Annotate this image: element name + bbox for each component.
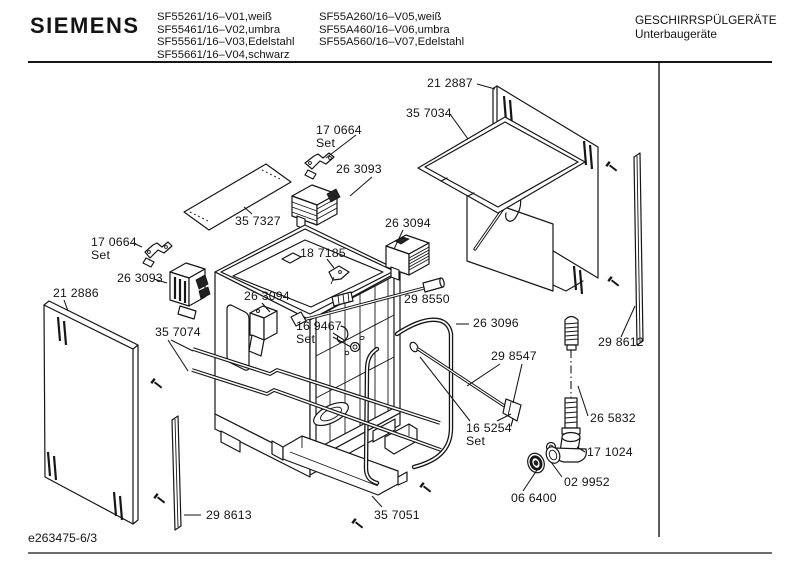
part-label-263094-b: 26 3094: [244, 289, 290, 303]
leveling-foot-drawing: [527, 315, 587, 474]
door-panel-drawing: [43, 300, 139, 525]
part-label-265832: 26 5832: [590, 411, 636, 425]
bracket-top-drawing: [304, 152, 335, 180]
part-label-263096: 26 3096: [473, 316, 519, 330]
heater-block-top-drawing: [291, 184, 341, 230]
model-line: SF55A460/16–V06,umbra: [319, 23, 450, 36]
part-label-357034: 35 7034: [406, 106, 452, 120]
cover-plate-drawing: [183, 163, 292, 231]
document-number: e263475-6/3: [28, 531, 98, 545]
category-title: GESCHIRRSPÜLGERÄTE: [635, 13, 777, 27]
part-label-212886: 21 2886: [53, 286, 99, 300]
part-label-212887: 21 2887: [427, 76, 473, 90]
model-line: SF55661/16–V04,schwarz: [157, 48, 290, 61]
latch-block-right-drawing: [385, 234, 430, 281]
part-label-263094-a: 26 3094: [385, 216, 431, 230]
part-label-066400: 06 6400: [511, 491, 557, 505]
model-line: SF55261/16–V01,weiß: [157, 11, 272, 23]
feed-tube-drawing: [290, 277, 445, 327]
part-label-171024: 17 1024: [587, 445, 633, 459]
leader-lines: [63, 83, 636, 516]
part-label-298612: 29 8612: [598, 335, 644, 349]
latch-block-left-drawing: [248, 305, 278, 357]
part-label-263093-a: 26 3093: [336, 162, 382, 176]
model-line: SF55561/16–V03,Edelstahl: [157, 36, 295, 49]
front-hose-drawing: [363, 346, 380, 486]
part-label-357327: 35 7327: [235, 214, 281, 228]
part-label-357051: 35 7051: [374, 508, 420, 522]
mounting-rails-drawing: [191, 347, 442, 452]
model-list-column-2: SF55A260/16–V05,weiß SF55A460/16–V06,umb…: [319, 11, 464, 49]
model-line: SF55A260/16–V05,weiß: [319, 11, 442, 23]
trim-strip-left-drawing: [171, 415, 182, 531]
clip-drawing: [328, 265, 350, 285]
platform-drawing: [417, 116, 586, 214]
part-label-298550: 29 8550: [404, 292, 450, 306]
part-label-029952: 02 9952: [564, 475, 610, 489]
lower-support-drawing: [466, 178, 584, 292]
appliance-category: GESCHIRRSPÜLGERÄTE Unterbaugeräte: [635, 13, 777, 41]
heater-block-left-drawing: [169, 262, 211, 320]
part-label-263093-b: 26 3093: [117, 271, 163, 285]
model-line: SF55461/16–V02,umbra: [157, 23, 281, 36]
category-subtitle: Unterbaugeräte: [635, 27, 717, 41]
loop-hose-drawing: [394, 317, 454, 470]
part-label-298547: 29 8547: [491, 349, 537, 363]
bracket-left-drawing: [142, 241, 173, 268]
screws-drawing: [150, 161, 620, 529]
trim-strip-right-drawing: [633, 152, 644, 346]
part-label-187185: 18 7185: [300, 246, 346, 260]
model-list-column-1: SF55261/16–V01,weiß SF55461/16–V02,umbra…: [157, 11, 295, 61]
siemens-logo: SIEMENS: [30, 13, 140, 38]
part-label-298613: 29 8613: [206, 508, 252, 522]
part-label-357074: 35 7074: [155, 325, 201, 339]
frame-rules: [28, 61, 772, 554]
model-line: SF55A560/16–V07,Edelstahl: [319, 36, 465, 49]
tub-drawing: [214, 224, 418, 478]
